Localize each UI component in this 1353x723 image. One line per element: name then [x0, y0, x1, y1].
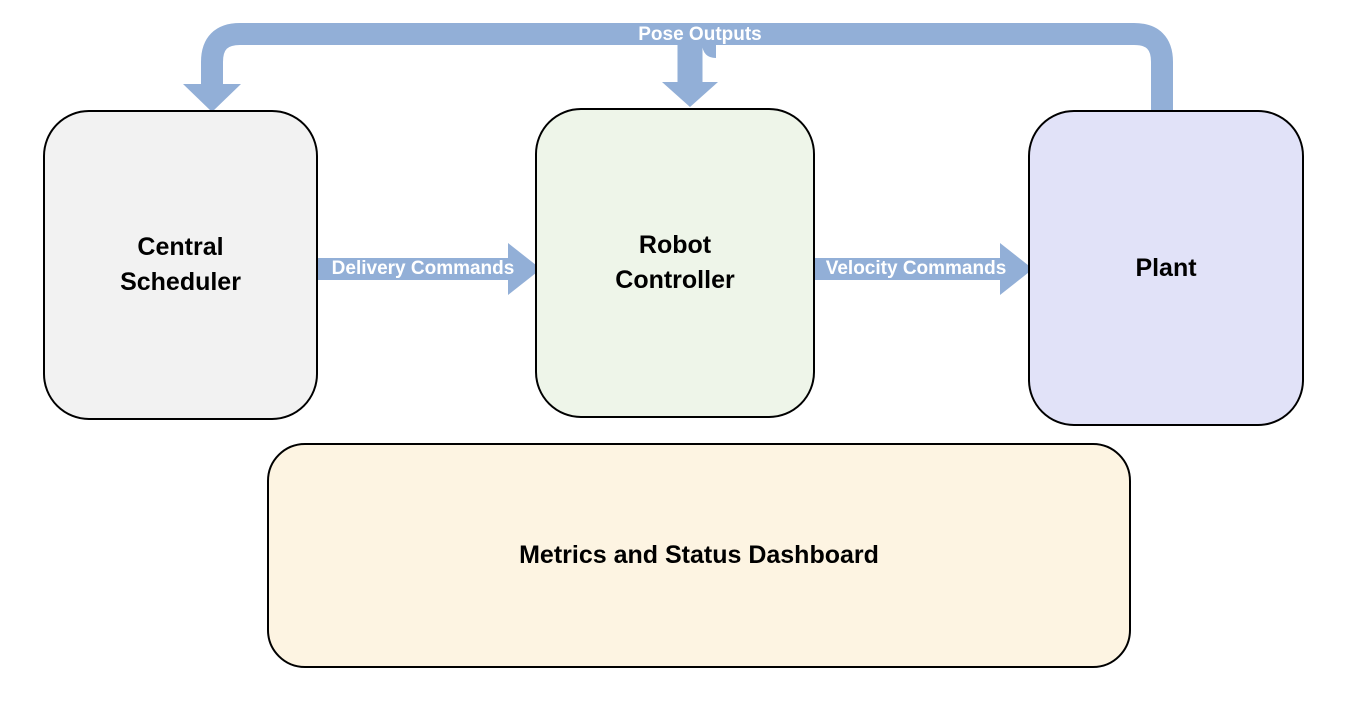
metrics-dashboard-label: Metrics and Status Dashboard — [519, 541, 879, 569]
node-central-scheduler: Central Scheduler — [43, 110, 318, 420]
delivery-commands-edge-label: Delivery Commands — [331, 258, 515, 279]
velocity-commands-arrow — [815, 243, 1033, 295]
pose-arrowhead-central-icon — [183, 84, 241, 112]
pose-outputs-edge-label: Pose Outputs — [638, 24, 762, 45]
pose-branch-fillet — [702, 44, 716, 58]
pose-outputs-pipe — [201, 23, 1173, 110]
velocity-commands-edge-label: Velocity Commands — [825, 258, 1007, 279]
node-robot-controller: Robot Controller — [535, 108, 815, 418]
node-plant: Plant — [1028, 110, 1304, 426]
central-scheduler-label: Central Scheduler — [120, 233, 241, 296]
robot-controller-label: Robot Controller — [615, 231, 735, 294]
node-metrics-dashboard: Metrics and Status Dashboard — [267, 443, 1131, 668]
delivery-commands-arrow — [318, 243, 541, 295]
plant-label: Plant — [1135, 253, 1197, 282]
pose-arrowhead-robot-icon — [662, 82, 718, 107]
